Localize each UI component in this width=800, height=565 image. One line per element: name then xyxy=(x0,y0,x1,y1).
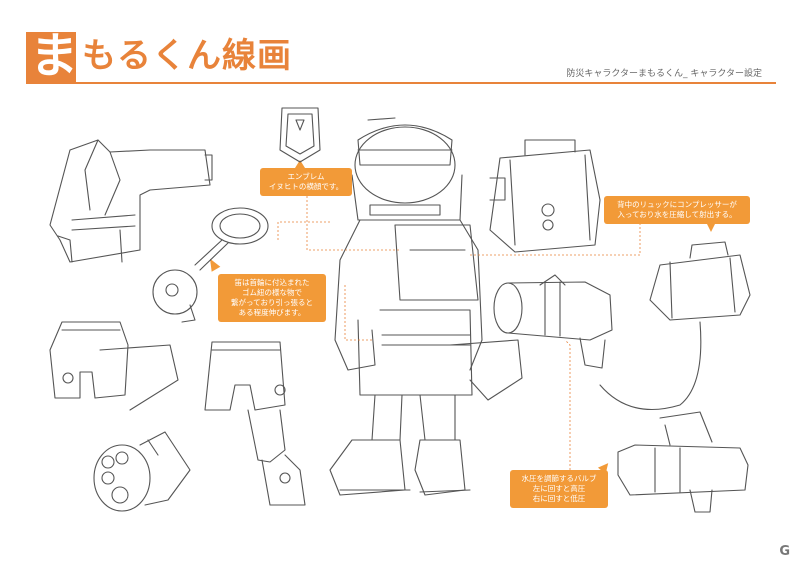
jacket-sketch xyxy=(50,140,212,262)
callout-valve-line-2: 左に回すと高圧 xyxy=(532,484,586,493)
callout-backpack-line-2: 入っており水を圧縮して射出する。 xyxy=(617,210,737,219)
page-subtitle: 防災キャラクターまもるくん_ キャラクター設定 xyxy=(566,69,762,79)
callout-collar-line-1: 笛は首輪に付込まれた xyxy=(234,278,310,287)
callout-collar-line-2: ゴム紐の様な物で xyxy=(242,288,302,297)
valve-sketch xyxy=(618,412,748,512)
callout-valve-line-3: 右に回すと低圧 xyxy=(532,494,586,503)
callout-collar-line-4: ある程度伸びます。 xyxy=(238,308,306,317)
corner-logo: G xyxy=(779,544,790,559)
callout-emblem: エンブレム イヌヒトの横顔です。 xyxy=(260,168,352,196)
shorts-sketch-1 xyxy=(50,322,178,410)
header-rule xyxy=(26,82,776,84)
callout-emblem-line-1: エンブレム xyxy=(287,172,325,181)
callout-emblem-line-2: イヌヒトの横顔です。 xyxy=(268,182,344,191)
boot-sketch xyxy=(94,432,190,511)
page-title: もるくん線画 xyxy=(82,36,292,76)
collar-whistle-sketch xyxy=(153,208,268,322)
callout-emblem-tail xyxy=(295,160,305,168)
callout-backpack: 背中のリュックにコンプレッサーが 入っており水を圧縮して射出する。 xyxy=(604,196,750,224)
callout-backpack-line-1: 背中のリュックにコンプレッサーが xyxy=(617,200,737,209)
backpack-sketch xyxy=(490,140,600,252)
callout-valve: 水圧を調節するバルブ 左に回すと高圧 右に回すと低圧 xyxy=(510,470,608,508)
emblem-sketch xyxy=(280,108,320,162)
callout-valve-line-1: 水圧を調節するバルブ xyxy=(521,474,597,483)
callout-collar-line-3: 繋がっており引っ張ると xyxy=(231,298,313,307)
title-accent-box xyxy=(26,32,76,82)
callout-backpack-tail xyxy=(706,222,716,232)
title-first-char: ま xyxy=(30,28,79,84)
backpack-hose-sketch xyxy=(600,242,750,410)
character-back-sketch xyxy=(330,118,522,495)
shorts-sketch-2 xyxy=(205,342,305,505)
callout-collar: 笛は首輪に付込まれた ゴム紐の様な物で 繋がっており引っ張ると ある程度伸びます… xyxy=(218,274,326,322)
water-gun-sketch xyxy=(494,275,612,368)
